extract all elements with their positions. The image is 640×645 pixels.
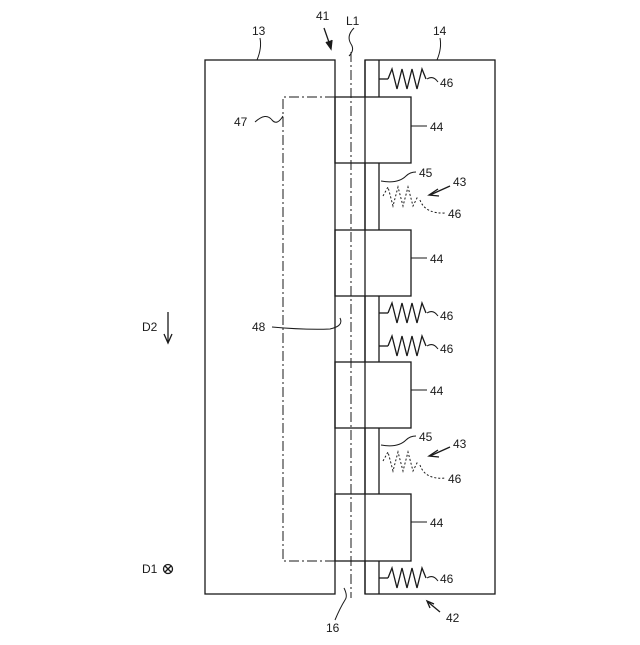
member-13 bbox=[205, 60, 335, 594]
arrow-41 bbox=[324, 28, 332, 49]
leader-48 bbox=[272, 318, 341, 329]
leader-46-5 bbox=[420, 465, 446, 478]
label-42: 42 bbox=[446, 611, 460, 625]
leader-46-3 bbox=[427, 312, 438, 316]
leader-46-1 bbox=[427, 78, 438, 82]
label-46-2: 46 bbox=[448, 207, 462, 221]
block-44-1 bbox=[335, 97, 411, 163]
label-44-4: 44 bbox=[430, 516, 444, 530]
leader-45-lower bbox=[381, 436, 416, 446]
leader-47 bbox=[255, 116, 283, 122]
arrow-42 bbox=[427, 601, 440, 612]
label-13: 13 bbox=[252, 24, 266, 38]
arrow-43-upper bbox=[429, 186, 450, 196]
link-rails bbox=[365, 60, 379, 594]
spring-46-3 bbox=[379, 303, 426, 323]
leader-46-4 bbox=[427, 345, 438, 349]
block-44-2 bbox=[335, 230, 411, 296]
rail-45-upper bbox=[365, 163, 379, 230]
leader-14 bbox=[437, 38, 441, 60]
label-45-upper: 45 bbox=[419, 166, 433, 180]
leader-46-6 bbox=[427, 577, 438, 581]
rail-45-lower bbox=[365, 428, 379, 494]
label-44-3: 44 bbox=[430, 384, 444, 398]
label-47: 47 bbox=[234, 115, 248, 129]
block-44-4 bbox=[335, 494, 411, 561]
leader-13 bbox=[257, 38, 261, 60]
block-44-3 bbox=[335, 362, 411, 428]
leader-45-upper bbox=[381, 172, 416, 182]
label-46-6: 46 bbox=[440, 572, 454, 586]
label-43-upper: 43 bbox=[453, 175, 467, 189]
leader-46-2 bbox=[420, 200, 446, 213]
label-46-5: 46 bbox=[448, 472, 462, 486]
label-46-4: 46 bbox=[440, 342, 454, 356]
d1-symbol bbox=[164, 565, 173, 574]
label-d1: D1 bbox=[142, 562, 158, 576]
member-14 bbox=[365, 60, 495, 594]
label-46-1: 46 bbox=[440, 76, 454, 90]
spring-46-6 bbox=[379, 568, 426, 588]
label-44-2: 44 bbox=[430, 252, 444, 266]
block-stack bbox=[335, 97, 411, 561]
spring-46-2-dotted bbox=[383, 187, 418, 206]
spring-46-1 bbox=[379, 69, 426, 89]
d2-arrow bbox=[164, 312, 172, 343]
arrow-43-lower bbox=[429, 447, 450, 457]
label-44-1: 44 bbox=[430, 120, 444, 134]
label-d2: D2 bbox=[142, 320, 158, 334]
label-45-lower: 45 bbox=[419, 430, 433, 444]
label-14: 14 bbox=[433, 24, 447, 38]
spring-46-5-dotted bbox=[383, 452, 418, 471]
label-l1: L1 bbox=[346, 14, 360, 28]
label-48: 48 bbox=[252, 320, 266, 334]
reference-labels: 13 14 41 L1 47 48 16 42 D2 D1 46 46 46 4… bbox=[142, 9, 467, 635]
leader-l1 bbox=[349, 28, 354, 56]
leader-16 bbox=[335, 588, 346, 620]
label-46-3: 46 bbox=[440, 309, 454, 323]
label-41: 41 bbox=[316, 9, 330, 23]
label-16: 16 bbox=[326, 621, 340, 635]
label-43-lower: 43 bbox=[453, 437, 467, 451]
spring-46-4 bbox=[379, 336, 426, 356]
